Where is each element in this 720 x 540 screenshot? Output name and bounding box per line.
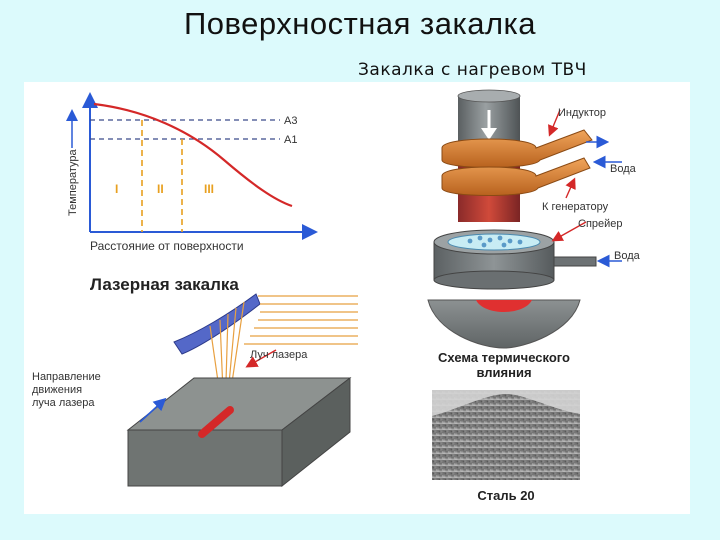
direction-arrow (139, 397, 167, 423)
figure-svg: Температура A3 A1 I II III Расстояние от… (32, 89, 641, 503)
figure-panel: Температура A3 A1 I II III Расстояние от… (24, 82, 690, 514)
zone-label-1: I (115, 182, 118, 196)
x-axis-label: Расстояние от поверхности (90, 239, 244, 253)
inductor-label: Индуктор (558, 107, 606, 119)
inductor-label-arrow (548, 109, 561, 137)
block-side (281, 376, 351, 488)
sprayer-pipe (553, 256, 597, 267)
generator-label-arrow (565, 177, 576, 199)
micrograph-surface-layer (432, 390, 580, 416)
water-label-2: Вода (614, 250, 641, 262)
zone-label-2: II (157, 182, 164, 196)
a3-label: A3 (284, 115, 297, 127)
slide-title: Поверхностная закалка (183, 6, 537, 41)
direction-label-3: луча лазера (32, 397, 95, 409)
feed-arrow-head (481, 128, 497, 140)
hardened-track (198, 406, 234, 438)
temperature-curve (93, 102, 293, 208)
beam-label: Луч лазера (250, 349, 308, 361)
scheme-label-2: влияния (476, 365, 531, 380)
water-label-1: Вода (610, 163, 637, 175)
direction-label-1: Направление (32, 371, 101, 383)
slide-subtitle: Закалка с нагревом ТВЧ (358, 60, 587, 80)
inductor-coil (441, 129, 593, 196)
laser-mirror (173, 293, 261, 355)
steel-label: Сталь 20 (477, 488, 534, 503)
heat-affected-zone (476, 300, 532, 312)
generator-label: К генератору (542, 201, 609, 213)
temperature-graph: Температура A3 A1 I II III Расстояние от… (66, 92, 318, 253)
scheme-label-1: Схема термического (438, 350, 570, 365)
a1-label: A1 (284, 134, 297, 146)
zone-label-3: III (204, 182, 214, 196)
y-axis-label: Температура (67, 148, 79, 216)
laser-heading: Лазерная закалка (90, 275, 239, 294)
sprayer-opening (447, 233, 541, 251)
laser-hardening: Лазерная закалка Луч лазера Напра (32, 275, 358, 488)
block-front (127, 429, 283, 487)
heat-scheme-bowl (427, 299, 581, 349)
sprayer-label-arrow (551, 221, 587, 242)
sprayer-label: Спрейер (578, 218, 623, 230)
sprayer-bottom (433, 270, 555, 290)
horizontal-beams (244, 295, 358, 345)
direction-label-2: движения (32, 384, 82, 396)
hfc-hardening: Индуктор Вода К генератору Вода Спрейер … (427, 89, 641, 503)
beam-label-arrow (245, 349, 277, 368)
cylinder-top (457, 89, 521, 103)
sprayer-holes (467, 235, 523, 248)
